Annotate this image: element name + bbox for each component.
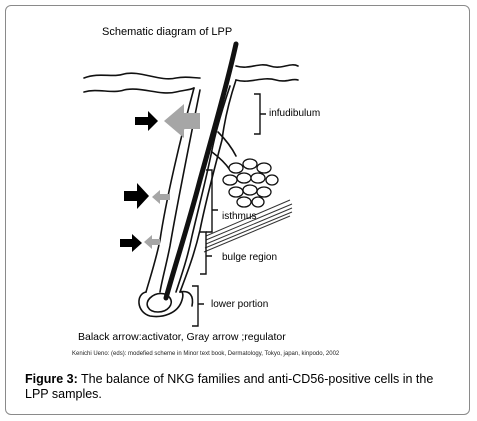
bulb-right [179,290,194,307]
bracket-lower [192,285,204,327]
regulator-arrow-1 [164,104,200,138]
arrow-legend: Balack arrow:activator, Gray arrow ;regu… [78,331,286,343]
figure-frame [5,5,470,415]
bracket-infundibulum [254,93,266,135]
label-infundibulum: infudibulum [269,108,321,119]
bulb-inner [146,292,173,313]
bracket-bulge [200,231,212,275]
hair-bulb [138,290,184,318]
sebaceous-duct [217,131,237,157]
activator-arrows [120,111,158,252]
activator-arrow-1 [135,111,158,131]
skin-surface-left [83,72,201,80]
label-bulge-region: bulge region [222,252,278,263]
hair-shaft [163,41,239,301]
bracket-isthmus [206,169,218,233]
regulator-arrows [144,104,200,249]
figure-caption: Figure 3: The balance of NKG families an… [25,372,445,402]
follicle-inner-left [159,89,201,293]
regulator-arrow-2 [152,190,170,204]
follicle-inner-right [175,85,231,293]
activator-arrow-2 [124,183,149,209]
label-lower-portion: lower portion [211,299,269,310]
activator-arrow-3 [120,234,142,252]
skin-surface-right [235,64,299,68]
caption-label: Figure 3: [25,372,78,386]
regulator-arrow-3 [144,235,160,249]
skin-surface-right-lower [235,78,299,82]
diagram-title: Schematic diagram of LPP [102,26,233,38]
label-isthmus: isthmus [222,211,257,222]
follicle-outer-right [179,79,237,293]
sebaceous-gland [222,158,279,208]
caption-text: The balance of NKG families and anti-CD5… [25,372,434,401]
region-brackets [192,93,266,327]
source-credit: Kenichi Ueno: (eds): modefied scheme in … [72,351,340,357]
skin-surface-left-lower [83,87,195,94]
arrector-pili-muscle [203,199,293,253]
